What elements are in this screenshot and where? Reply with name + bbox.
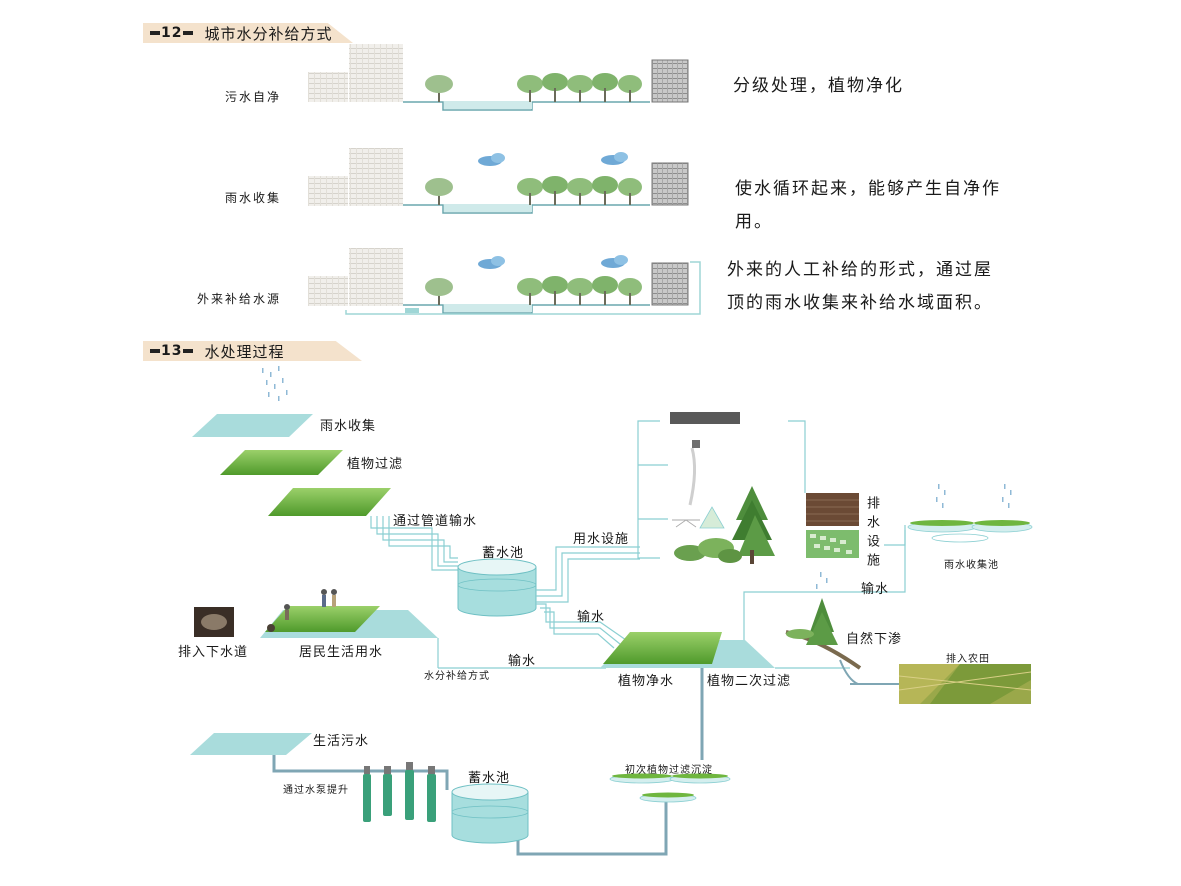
primary-settle-discs bbox=[609, 773, 731, 803]
tree-icon bbox=[425, 178, 453, 205]
label-resident-water: 居民生活用水 bbox=[299, 645, 384, 660]
row-desc-rain-line1: 使水循环起来，能够产生自净作 bbox=[735, 179, 1001, 199]
label-transport-3: 输水 bbox=[861, 582, 890, 597]
building-dark bbox=[651, 162, 689, 206]
label-sewer: 排入下水道 bbox=[178, 645, 249, 660]
section-12-header: 12 城市水分补给方式 bbox=[143, 22, 353, 44]
label-primary-settle: 初次植物过滤沉淀 bbox=[625, 765, 713, 776]
label-pipe-transport: 通过管道输水 bbox=[393, 514, 478, 529]
row-label-external: 外来补给水源 bbox=[197, 292, 282, 306]
label-domestic-sewage: 生活污水 bbox=[313, 734, 370, 749]
profile-rain bbox=[308, 148, 689, 214]
roof-slab bbox=[670, 412, 740, 424]
label-plant-filter: 植物过滤 bbox=[347, 457, 404, 472]
label-natural-seep: 自然下渗 bbox=[846, 632, 903, 647]
section-tab: 13 水处理过程 bbox=[143, 341, 362, 361]
tree-icon bbox=[425, 278, 453, 305]
plant-filter-layer bbox=[220, 450, 343, 475]
plant-purify-grass bbox=[603, 632, 722, 664]
pipe-transport bbox=[536, 603, 627, 649]
row-desc-sewage: 分级处理，植物净化 bbox=[733, 76, 904, 96]
grass-layer bbox=[268, 488, 391, 516]
label-transport-1: 输水 bbox=[577, 610, 606, 625]
pump-icon bbox=[363, 762, 436, 822]
pipe-to-facility bbox=[536, 546, 640, 603]
fountain-icon bbox=[672, 440, 725, 529]
building-tall bbox=[349, 148, 403, 206]
row-label-rain: 雨水收集 bbox=[225, 191, 282, 205]
tree-row-icon bbox=[517, 176, 642, 205]
building-small bbox=[308, 276, 348, 306]
row-desc-external: 外来的人工补给的形式，通过屋 顶的雨水收集来补给水域面积。 bbox=[727, 254, 993, 320]
cloud-icon bbox=[478, 255, 628, 269]
rain-collect-layer bbox=[192, 414, 313, 437]
row-label-sewage: 污水自净 bbox=[225, 90, 282, 104]
domestic-sewage-plane bbox=[190, 733, 312, 755]
building-small bbox=[308, 176, 348, 206]
profile-external bbox=[308, 248, 701, 315]
section-number: 12 bbox=[149, 25, 194, 41]
label-pump-lift: 通过水泵提升 bbox=[283, 785, 349, 796]
label-reservoir-bottom: 蓄水池 bbox=[468, 771, 511, 786]
pipe-bundle bbox=[370, 516, 458, 571]
tree-row-icon bbox=[517, 73, 642, 102]
facility-frame bbox=[637, 420, 806, 559]
building-dark bbox=[651, 262, 689, 306]
row-desc-rain-line2: 用。 bbox=[735, 212, 773, 232]
row-desc-external-line2: 顶的雨水收集来补给水域面积。 bbox=[727, 293, 993, 313]
pine-tree-icon bbox=[732, 486, 775, 564]
section-tab: 12 城市水分补给方式 bbox=[143, 23, 353, 43]
profile-sewage bbox=[308, 44, 689, 111]
row-desc-external-line1: 外来的人工补给的形式，通过屋 bbox=[727, 260, 993, 280]
farmland-image bbox=[898, 664, 1032, 704]
resident-grass bbox=[265, 606, 380, 632]
label-rain-collect: 雨水收集 bbox=[320, 419, 377, 434]
section-number: 13 bbox=[149, 343, 194, 359]
label-plant-purify: 植物净水 bbox=[618, 674, 675, 689]
label-water-facility: 用水设施 bbox=[573, 532, 630, 547]
section-title: 城市水分补给方式 bbox=[204, 24, 333, 43]
sewer-pipe-icon bbox=[201, 614, 227, 630]
pipe-drainage bbox=[743, 525, 906, 650]
rain-icon bbox=[262, 366, 288, 401]
reservoir-tank-top bbox=[457, 558, 537, 617]
shrub-icon bbox=[674, 538, 742, 563]
label-supply-method: 水分补给方式 bbox=[424, 671, 490, 682]
label-transport-2: 输水 bbox=[508, 654, 537, 669]
building-tall bbox=[349, 248, 403, 306]
label-reservoir-top: 蓄水池 bbox=[482, 546, 525, 561]
rain-pool bbox=[907, 520, 1033, 543]
building-dark bbox=[651, 59, 689, 103]
building-tall bbox=[349, 44, 403, 102]
cloud-icon bbox=[478, 152, 628, 166]
label-drainage: 排水设施 bbox=[864, 496, 879, 572]
paving-dots bbox=[810, 534, 852, 554]
people-icon bbox=[267, 589, 337, 632]
tree-icon bbox=[425, 75, 453, 102]
label-plant-secondary: 植物二次过滤 bbox=[707, 674, 792, 689]
tree-row-icon bbox=[517, 276, 642, 305]
reservoir-tank-bottom bbox=[451, 783, 529, 844]
rain-icon bbox=[816, 484, 1012, 589]
building-small bbox=[308, 72, 348, 102]
natural-seep-plant-icon bbox=[785, 598, 862, 670]
row-desc-rain: 使水循环起来，能够产生自净作 用。 bbox=[735, 173, 1001, 239]
section-13-header: 13 水处理过程 bbox=[143, 340, 362, 362]
deck-lines bbox=[806, 499, 859, 522]
label-rain-pool: 雨水收集池 bbox=[944, 560, 999, 571]
pipe-main-vertical bbox=[516, 668, 704, 856]
pipe-sewage bbox=[272, 755, 449, 790]
label-farmland: 排入农田 bbox=[946, 654, 990, 665]
section-title: 水处理过程 bbox=[204, 342, 285, 361]
